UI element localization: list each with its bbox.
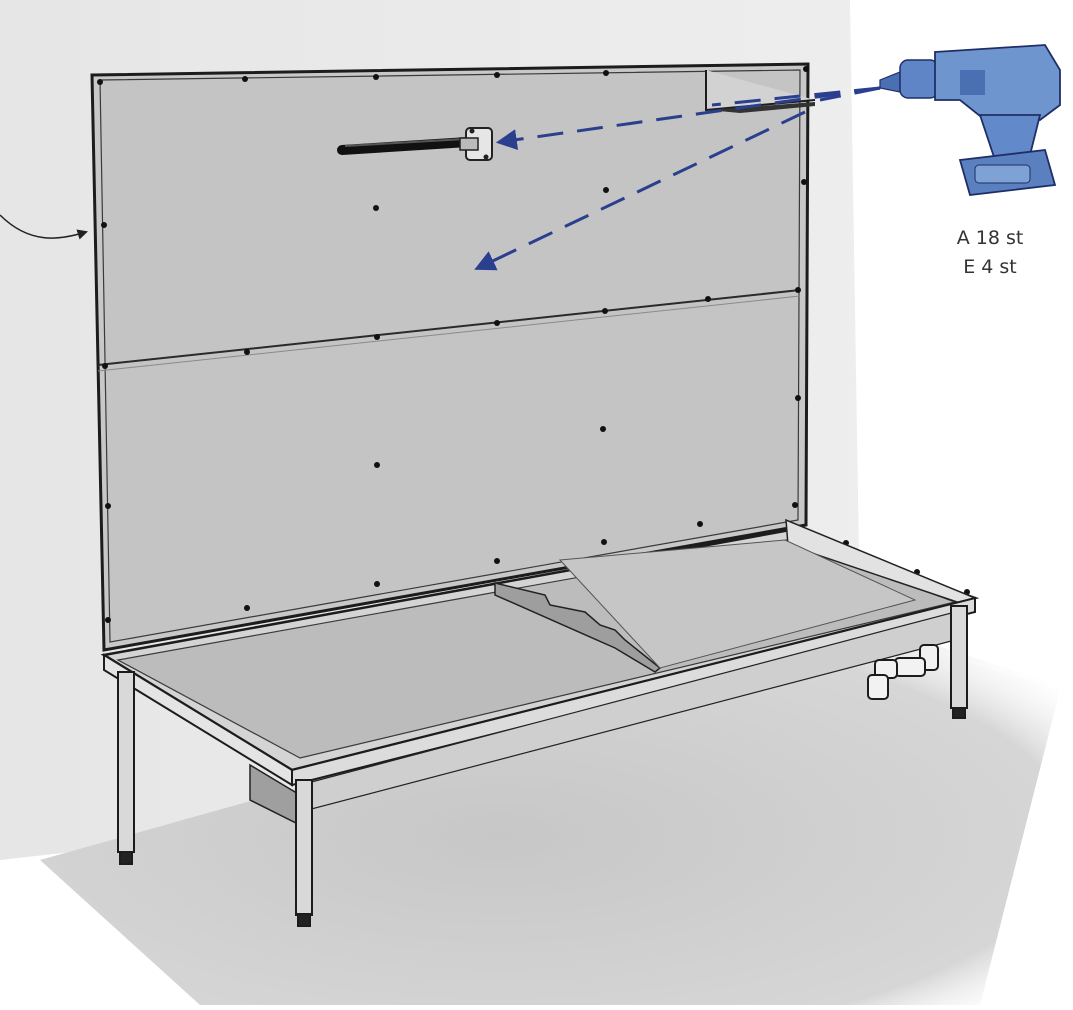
bench-legs — [117, 605, 968, 927]
direction-arrows — [474, 86, 881, 271]
bench — [100, 518, 980, 827]
cordless-drill-icon — [879, 44, 1061, 196]
pointer-arrow — [0, 214, 89, 240]
hanging-rod — [337, 127, 493, 161]
back-panel — [90, 62, 816, 652]
parts-label-e: E 4 st — [963, 256, 1017, 278]
parts-label-a: A 18 st — [956, 227, 1024, 249]
drain-pipe — [867, 644, 939, 700]
screw-holes — [97, 66, 970, 623]
